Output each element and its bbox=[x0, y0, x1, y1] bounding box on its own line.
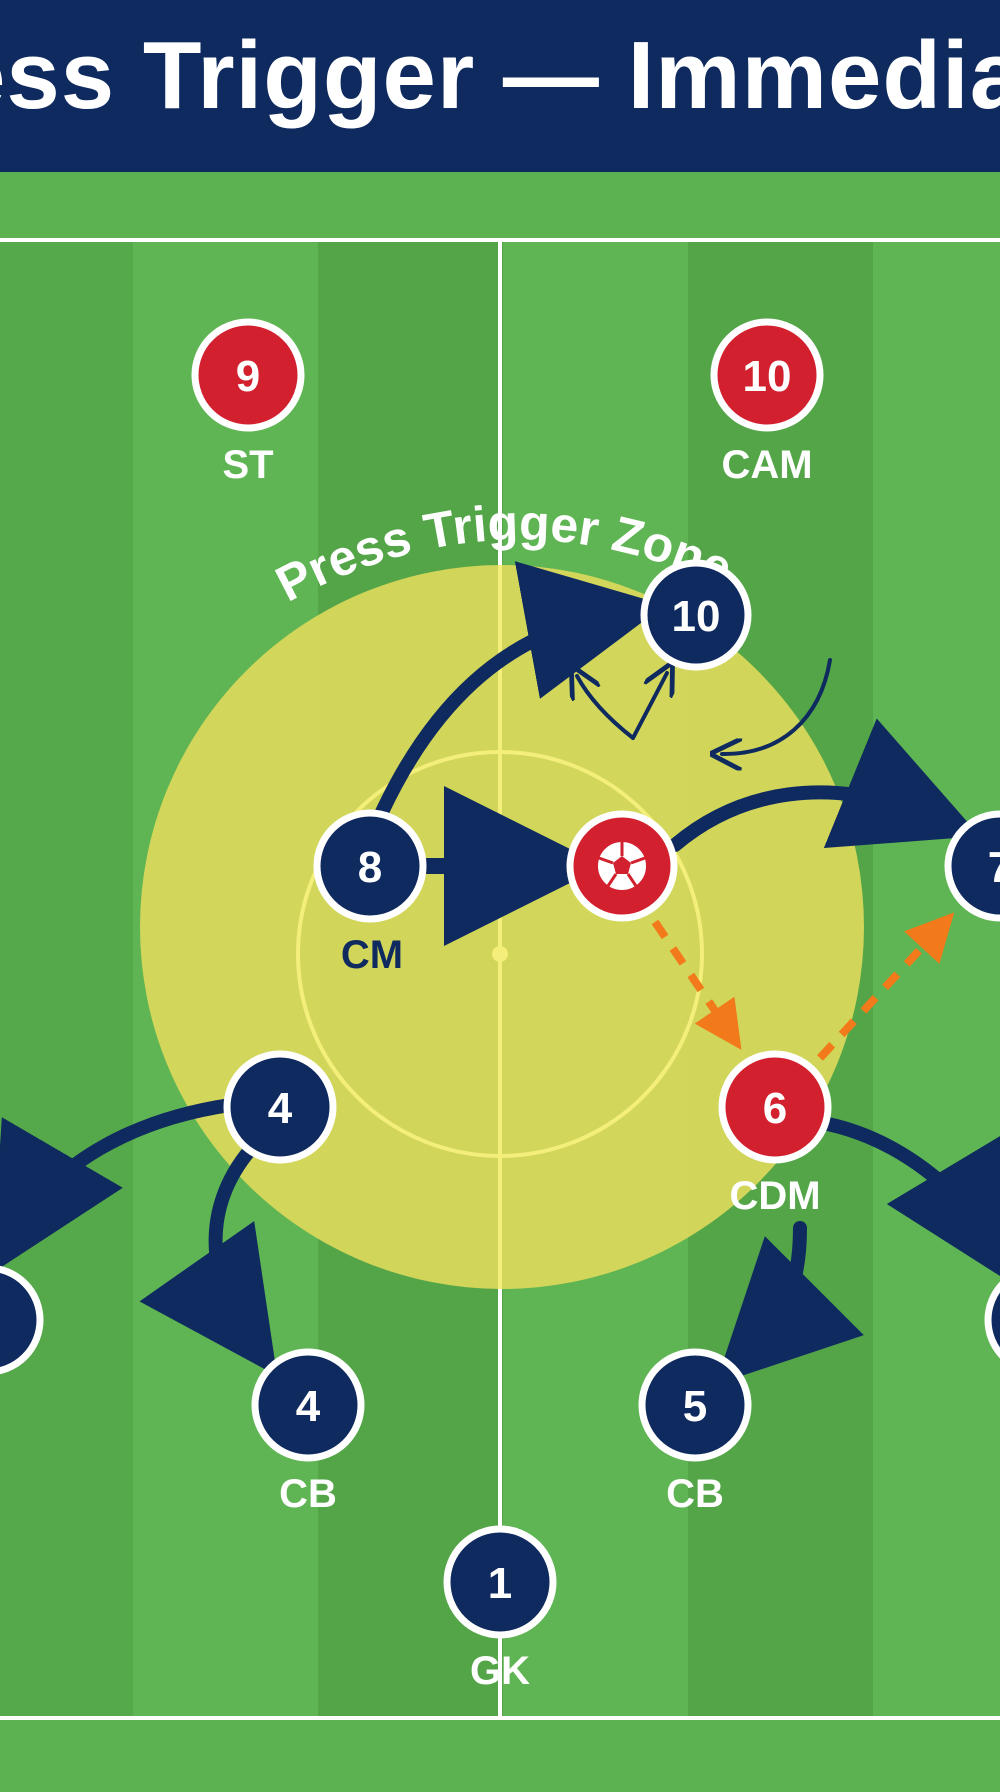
svg-text:8: 8 bbox=[358, 843, 382, 892]
player-ball-carrier bbox=[566, 810, 678, 922]
movement-arrows bbox=[0, 561, 1000, 1385]
lane-to-wing bbox=[817, 912, 955, 1061]
svg-text:7: 7 bbox=[988, 843, 1000, 892]
cdm-down-arrow bbox=[715, 1221, 864, 1385]
cm-run-arrow bbox=[375, 561, 666, 819]
lcm-down-arrow bbox=[139, 1143, 278, 1376]
press-split-left-arrow bbox=[577, 676, 635, 740]
player-st: 9 ST bbox=[191, 318, 305, 487]
svg-text:ST: ST bbox=[222, 443, 273, 487]
svg-text:CM: CM bbox=[341, 933, 403, 977]
player-lcb: 4 CB bbox=[251, 1348, 365, 1516]
player-top-navy: 10 bbox=[640, 559, 752, 671]
title-bar: ess Trigger — Immedia bbox=[0, 0, 1000, 172]
svg-text:1: 1 bbox=[488, 1559, 512, 1608]
player-right-edge bbox=[984, 1281, 1000, 1359]
svg-text:CB: CB bbox=[279, 1472, 337, 1516]
diagram-title: ess Trigger — Immedia bbox=[0, 22, 1000, 129]
lane-to-cdm bbox=[651, 919, 742, 1050]
player-left-edge bbox=[0, 1265, 44, 1375]
player-cdm: 6 CDM bbox=[718, 1050, 832, 1218]
lcm-left-arrow bbox=[0, 1098, 237, 1274]
passing-lanes bbox=[651, 912, 955, 1061]
svg-text:10: 10 bbox=[743, 352, 792, 401]
player-rcb: 5 CB bbox=[638, 1348, 752, 1516]
player-lcm: 4 bbox=[223, 1050, 337, 1164]
cdm-right-arrow bbox=[821, 1117, 1000, 1289]
press-split-right-arrow bbox=[631, 673, 667, 740]
svg-text:CDM: CDM bbox=[729, 1174, 820, 1218]
svg-text:4: 4 bbox=[296, 1382, 321, 1431]
player-gk: 1 GK bbox=[443, 1525, 557, 1693]
soccer-ball-icon bbox=[594, 838, 650, 894]
player-cam: 10 CAM bbox=[710, 318, 824, 487]
svg-text:5: 5 bbox=[683, 1382, 707, 1431]
carrier-to-wing-arrow bbox=[668, 718, 980, 852]
svg-text:4: 4 bbox=[268, 1084, 293, 1133]
svg-text:10: 10 bbox=[672, 592, 721, 641]
svg-text:GK: GK bbox=[470, 1649, 530, 1693]
svg-text:CAM: CAM bbox=[721, 443, 812, 487]
player-cm: 8 CM bbox=[313, 809, 427, 977]
svg-text:CB: CB bbox=[666, 1472, 724, 1516]
player-right-wing: 7 bbox=[944, 810, 1000, 922]
svg-text:6: 6 bbox=[763, 1084, 787, 1133]
press-hook-arrow bbox=[722, 658, 832, 754]
svg-text:9: 9 bbox=[236, 352, 260, 401]
